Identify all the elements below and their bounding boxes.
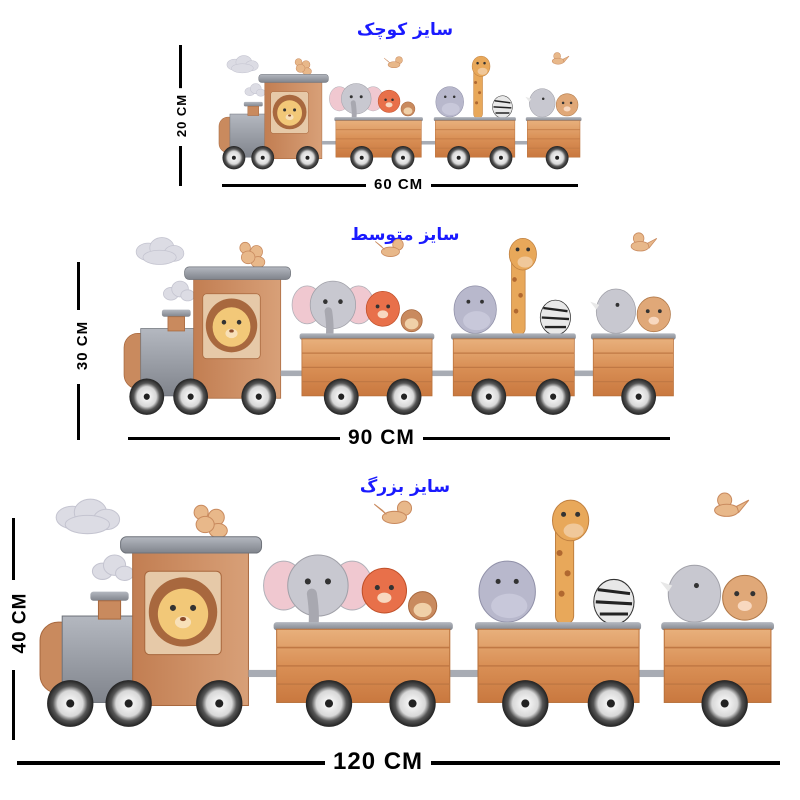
height-dimension-line	[77, 384, 80, 440]
width-dimension-label: 60 CM	[366, 176, 432, 193]
height-dimension-label: 30 CM	[74, 314, 92, 377]
size-title: سایز بزرگ	[359, 477, 451, 497]
width-dimension-label: 120 CM	[325, 748, 432, 776]
size-title: سایز کوچک	[356, 20, 454, 40]
train-illustration	[32, 492, 777, 736]
width-dimension-label: 90 CM	[340, 426, 423, 450]
train-illustration	[215, 52, 583, 174]
train-illustration	[118, 232, 678, 422]
height-dimension-label: 20 CM	[174, 87, 190, 144]
height-dimension-label: 40 CM	[9, 586, 32, 660]
height-dimension-line	[179, 146, 182, 186]
height-dimension-line	[12, 518, 15, 580]
size-title: سایز متوسط	[350, 225, 460, 245]
height-dimension-line	[77, 262, 80, 310]
height-dimension-line	[12, 670, 15, 740]
